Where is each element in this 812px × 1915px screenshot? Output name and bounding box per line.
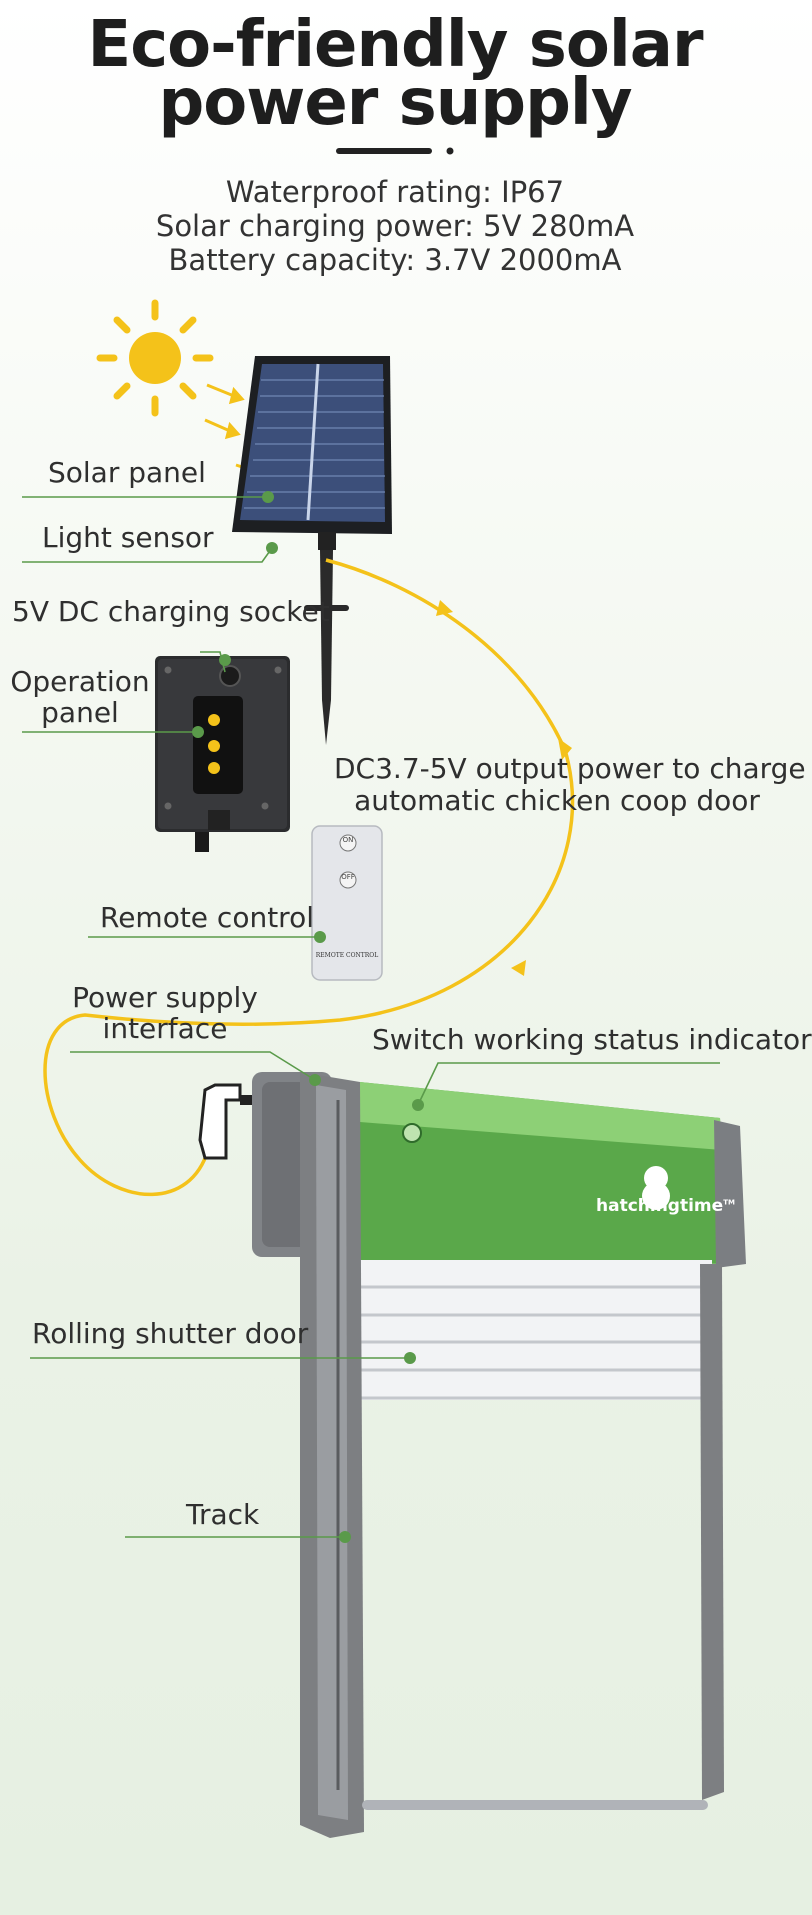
remote-control-image [311, 825, 383, 981]
page-title-line-2: power supply [158, 66, 632, 140]
title-divider-dot [446, 147, 454, 155]
remote-printed-text: REMOTE CONTROL [315, 952, 379, 959]
label-remote-control: Remote control [100, 901, 314, 934]
label-power-interface-line-1: Power supply [72, 981, 258, 1014]
wire-arrow-3 [511, 960, 526, 976]
title-divider [336, 148, 432, 154]
label-light-sensor: Light sensor [42, 521, 214, 554]
sun-icon [96, 299, 214, 417]
remote-on-label: ON [342, 836, 354, 844]
label-charging-socket: 5V DC charging socket [12, 595, 330, 628]
label-operation-panel-line-1: Operation [10, 665, 150, 698]
spec-solar-power: Solar charging power: 5V 280mA [155, 209, 635, 243]
spec-battery: Battery capacity: 3.7V 2000mA [168, 243, 622, 277]
solar-panel-image [232, 356, 392, 745]
label-rolling-door: Rolling shutter door [32, 1317, 309, 1350]
callout-dots [192, 491, 424, 1543]
spec-waterproof: Waterproof rating: IP67 [225, 175, 565, 209]
wire-arrow-2 [558, 738, 572, 760]
label-operation-panel-line-2: panel [41, 696, 119, 729]
label-solar-panel: Solar panel [48, 456, 206, 489]
controller-box-image [155, 656, 290, 852]
page-title-line-1: Eco-friendly solar [87, 8, 704, 82]
wire-arrow-1 [436, 600, 453, 616]
label-output-power-line-1: DC3.7-5V output power to charge [334, 752, 806, 785]
label-track: Track [186, 1498, 260, 1531]
coop-door-image [252, 1072, 746, 1838]
charging-wire [43, 558, 575, 1197]
product-illustration [22, 147, 746, 1838]
brand-logo-text: hatchingtimeTM [596, 1196, 735, 1216]
label-output-power-line-2: automatic chicken coop door [354, 784, 760, 817]
label-status-indicator: Switch working status indicator [372, 1023, 812, 1056]
callout-lines [22, 496, 720, 1538]
remote-off-label: OFF [341, 873, 355, 881]
label-power-interface-line-2: interface [102, 1012, 228, 1045]
